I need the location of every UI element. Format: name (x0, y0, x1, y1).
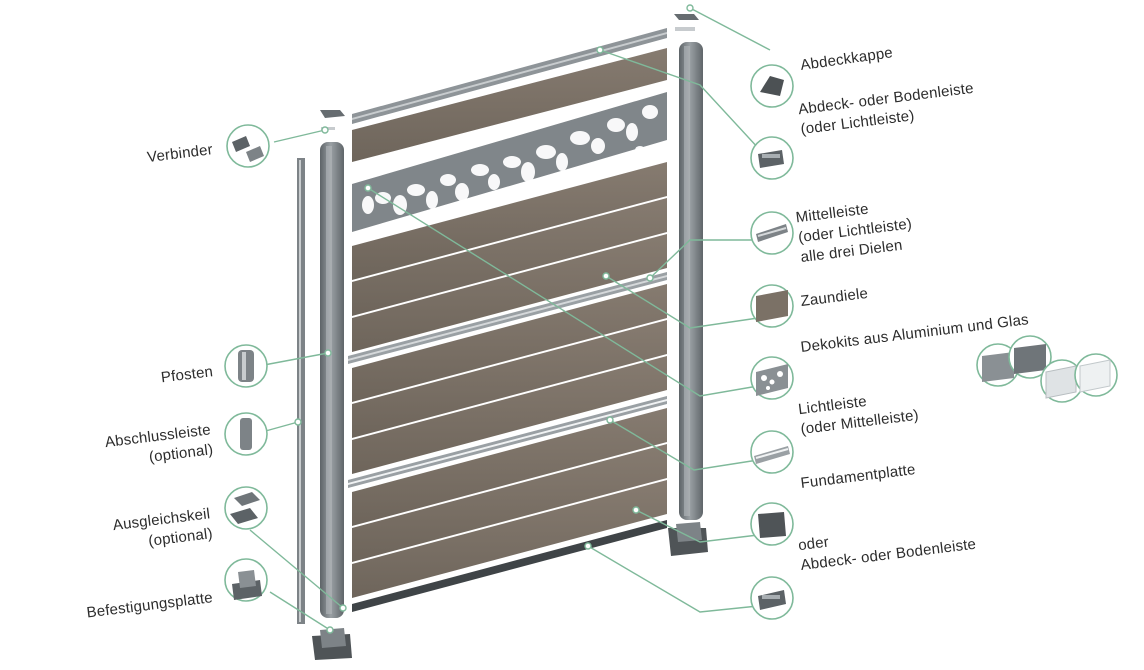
leader-dots (294, 4, 694, 634)
right-post (668, 14, 708, 556)
right-post-cap (674, 14, 699, 20)
top-board (352, 48, 667, 162)
part-bubble-befestigungsplatte (224, 558, 268, 602)
part-bubble-dekokits (750, 356, 794, 400)
part-bubble-abdeckleiste-bottom (750, 576, 794, 620)
part-bubble-fundamentplatte (750, 502, 794, 546)
board-stack-upper (352, 162, 667, 352)
part-bubble-verbinder (226, 124, 270, 168)
part-bubble-zaundiele (750, 284, 794, 328)
part-bubble-mittelleiste (750, 211, 794, 255)
board-stack-middle (352, 284, 667, 474)
part-bubble-lichtleiste (750, 430, 794, 474)
dekokit-variants (976, 335, 1118, 403)
part-bubble-pfosten (224, 344, 268, 388)
left-post (312, 110, 352, 660)
part-bubble-abschlussleiste (224, 412, 268, 456)
deco-insert (352, 92, 667, 232)
part-bubble-abdeckleiste (750, 136, 794, 180)
part-bubble-abdeckkappe (750, 64, 794, 108)
left-post-cap (320, 110, 345, 118)
part-bubble-ausgleichskeil (224, 486, 268, 530)
leader-lines (249, 7, 771, 631)
board-stack-lower (352, 408, 667, 598)
